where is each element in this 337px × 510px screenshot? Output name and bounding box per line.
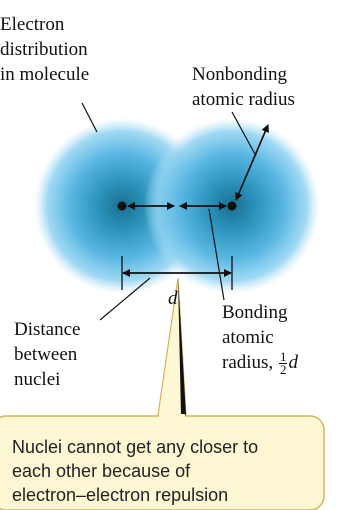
distance-d-label: d	[168, 286, 178, 311]
electron-distribution-label: Electron distribution in molecule	[0, 12, 89, 87]
bonding-radius-d: d	[288, 352, 298, 373]
nonbonding-radius-label: Nonbonding atomic radius	[192, 62, 295, 112]
callout-tail-join	[159, 414, 185, 418]
nucleus-left	[118, 202, 127, 211]
callout-text: Nuclei cannot get any closer to each oth…	[12, 435, 322, 507]
distance-between-nuclei-label: Distance between nuclei	[14, 317, 80, 392]
fraction-denominator: 2	[279, 364, 288, 376]
nucleus-right	[228, 202, 237, 211]
bonding-radius-text: Bonding atomic radius,	[222, 302, 287, 373]
